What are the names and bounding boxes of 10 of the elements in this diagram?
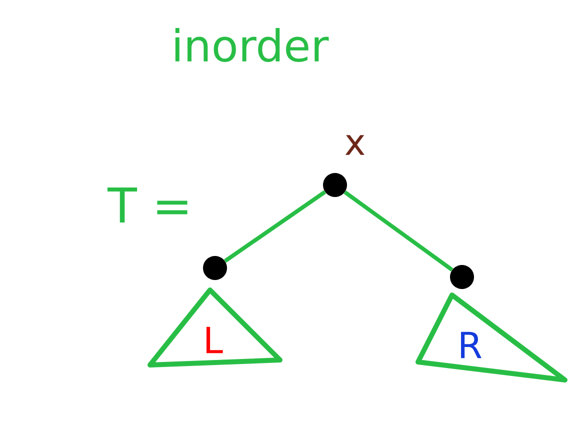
equation-label: T = — [107, 188, 188, 222]
tree-node — [203, 256, 227, 280]
tree-edge — [224, 190, 326, 263]
title: inorder — [175, 28, 329, 62]
subtree-triangle: R — [416, 292, 568, 382]
tree-node — [450, 265, 474, 289]
tree-edge — [344, 190, 454, 272]
tree-node — [323, 173, 347, 197]
subtree-triangle: L — [148, 288, 282, 368]
node-label: x — [345, 135, 364, 155]
